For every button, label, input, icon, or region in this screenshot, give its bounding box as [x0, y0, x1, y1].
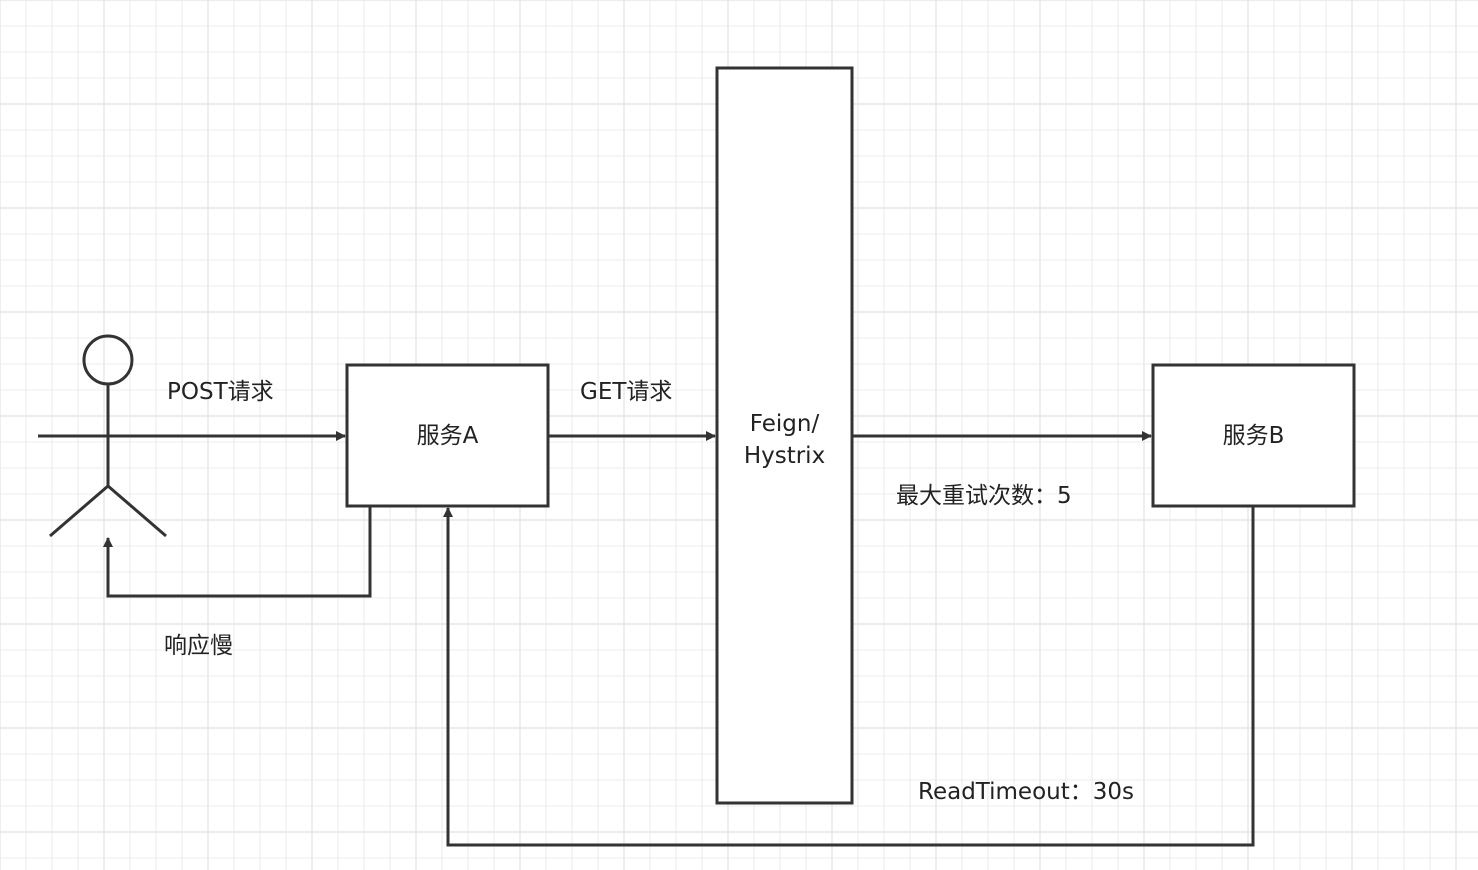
service-a-box	[345, 363, 550, 508]
service-a-label: 服务A	[416, 423, 479, 449]
actor-head	[82, 334, 134, 386]
gateway-label-line2: Hystrix	[743, 443, 826, 469]
read-timeout-label: ReadTimeout：30s	[918, 779, 1134, 805]
gateway-label: Feign/ Hystrix	[717, 408, 852, 472]
get-request-label: GET请求	[580, 379, 673, 405]
service-b-label: 服务B	[1222, 423, 1285, 449]
gateway-label-line1: Feign/	[749, 411, 820, 437]
post-request-label: POST请求	[167, 379, 274, 405]
actor-right-leg	[107, 484, 167, 538]
slow-response-label: 响应慢	[164, 633, 233, 659]
a-to-actor-arrow	[103, 506, 372, 598]
actor-left-leg	[49, 484, 109, 538]
b-to-a-arrow	[443, 506, 1255, 847]
service-b-box	[1151, 363, 1356, 508]
gateway-box	[715, 66, 854, 805]
max-retries-label: 最大重试次数：5	[896, 483, 1072, 509]
